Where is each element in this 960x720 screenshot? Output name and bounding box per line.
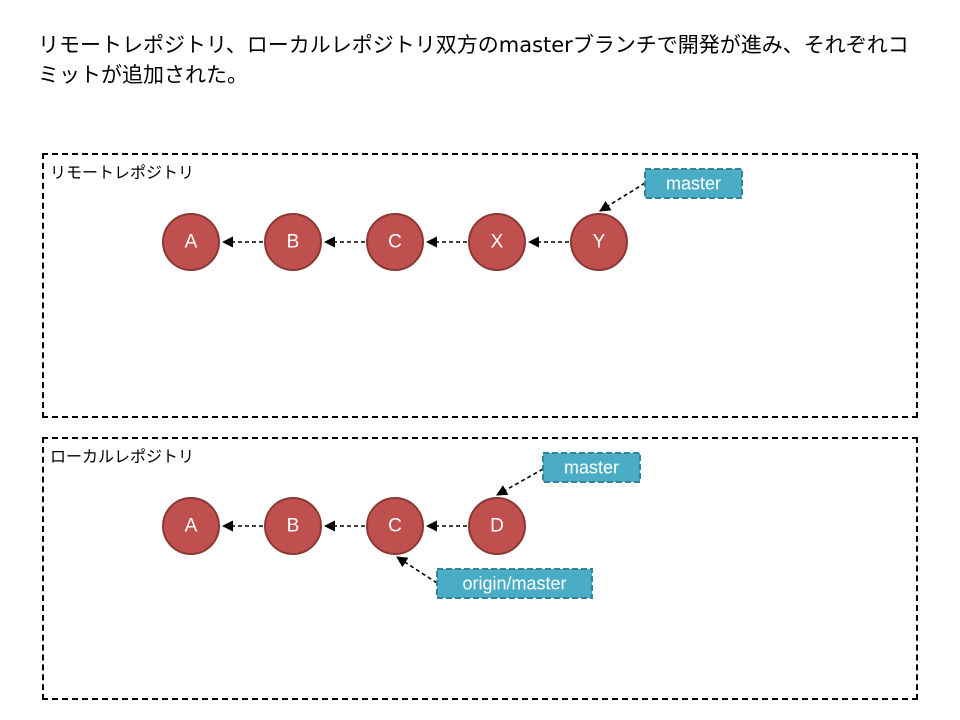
- remote-commit-C[interactable]: C: [366, 213, 424, 271]
- local-ref-origin-master[interactable]: origin/master: [396, 556, 593, 599]
- remote-repository-panel: リモートレポジトリ: [42, 153, 918, 418]
- local-commit-C-label: C: [388, 516, 402, 537]
- local-ref-origin-master-box: [436, 568, 593, 599]
- local-commit-B-circle: [264, 497, 322, 555]
- remote-repository-label: リモートレポジトリ: [50, 163, 195, 182]
- remote-commit-B[interactable]: B: [264, 213, 322, 271]
- local-commit-A[interactable]: A: [162, 497, 220, 555]
- remote-commit-B-label: B: [287, 232, 300, 253]
- local-ref-master-box: [542, 452, 641, 483]
- remote-commit-X-circle: [468, 213, 526, 271]
- local-ref-master-arrow: [496, 468, 544, 496]
- local-commit-C-circle: [366, 497, 424, 555]
- local-commit-D[interactable]: D: [468, 497, 526, 555]
- remote-commit-C-label: C: [388, 232, 402, 253]
- remote-commit-Y[interactable]: Y: [570, 213, 628, 271]
- local-commit-B-label: B: [287, 516, 300, 537]
- remote-commit-A[interactable]: A: [162, 213, 220, 271]
- remote-ref-master[interactable]: master: [599, 168, 743, 212]
- local-ref-master-label: master: [564, 458, 619, 478]
- remote-commit-C-circle: [366, 213, 424, 271]
- remote-ref-master-box: [644, 168, 743, 199]
- remote-commit-A-label: A: [185, 232, 198, 253]
- local-commit-B[interactable]: B: [264, 497, 322, 555]
- remote-commit-B-circle: [264, 213, 322, 271]
- local-repository-panel: ローカルレポジトリ: [42, 437, 918, 700]
- local-ref-origin-master-arrow: [396, 556, 438, 584]
- local-commit-A-circle: [162, 497, 220, 555]
- local-repository-label: ローカルレポジトリ: [50, 447, 195, 466]
- slide-title: リモートレポジトリ、ローカルレポジトリ双方のmasterブランチで開発が進み、そ…: [38, 33, 909, 87]
- remote-commit-X-label: X: [491, 232, 504, 253]
- local-commit-D-label: D: [490, 516, 504, 537]
- remote-ref-master-arrow: [599, 182, 646, 212]
- remote-ref-master-label: master: [666, 174, 721, 194]
- local-commit-A-label: A: [185, 516, 198, 537]
- local-ref-origin-master-label: origin/master: [462, 574, 566, 594]
- local-commit-D-circle: [468, 497, 526, 555]
- remote-commit-Y-circle: [570, 213, 628, 271]
- remote-commit-X[interactable]: X: [468, 213, 526, 271]
- local-ref-master[interactable]: master: [496, 452, 641, 496]
- local-commit-C[interactable]: C: [366, 497, 424, 555]
- remote-commit-Y-label: Y: [593, 232, 606, 253]
- remote-commit-A-circle: [162, 213, 220, 271]
